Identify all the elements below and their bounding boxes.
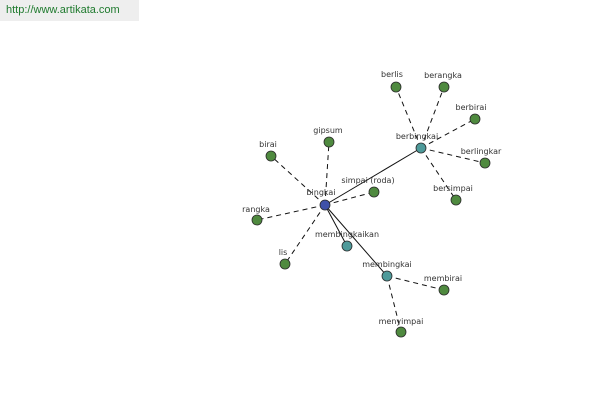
edge-berbingkai-bersimpai	[420, 147, 457, 201]
edge-berbingkai-berlis	[395, 86, 422, 149]
edge-berbingkai-berangka	[420, 86, 445, 149]
node-label-membirai[interactable]: membirai	[424, 274, 462, 283]
node-label-berlis[interactable]: berlis	[381, 70, 403, 79]
node-label-membingkaikan[interactable]: membingkaikan	[315, 230, 379, 239]
node-berlis[interactable]	[390, 81, 402, 93]
edge-bingkai-rangka	[256, 204, 326, 221]
node-membingkai[interactable]	[381, 270, 393, 282]
node-lis[interactable]	[279, 258, 291, 270]
node-berbirai[interactable]	[469, 113, 481, 125]
edge-bingkai-lis	[284, 204, 326, 265]
node-bingkai[interactable]	[319, 199, 331, 211]
edge-berbingkai-berbirai	[420, 118, 476, 149]
node-label-berangka[interactable]: berangka	[424, 71, 462, 80]
source-url[interactable]: http://www.artikata.com	[0, 0, 139, 21]
node-label-gipsum[interactable]: gipsum	[313, 126, 343, 135]
node-berangka[interactable]	[438, 81, 450, 93]
edge-bingkai-berbingkai	[324, 147, 422, 206]
node-label-berlingkar[interactable]: berlingkar	[461, 147, 502, 156]
node-label-lis[interactable]: lis	[279, 248, 288, 257]
labels-layer: bingkai berbingkai membingkaikan membingkai…	[242, 70, 502, 326]
nodes-layer	[251, 81, 491, 338]
node-birai[interactable]	[265, 150, 277, 162]
node-label-bingkai[interactable]: bingkai	[306, 188, 335, 197]
edge-membingkai-membirai	[386, 275, 445, 291]
node-label-berbingkai[interactable]: berbingkai	[396, 132, 438, 141]
node-simpai[interactable]	[368, 186, 380, 198]
node-membingkaikan[interactable]	[341, 240, 353, 252]
node-berlingkar[interactable]	[479, 157, 491, 169]
node-label-bersimpai[interactable]: bersimpai	[433, 184, 473, 193]
edge-bingkai-gipsum	[324, 141, 330, 206]
edge-membingkai-menyimpai	[386, 275, 402, 333]
edge-bingkai-membingkaikan	[324, 204, 348, 247]
edge-bingkai-membingkai	[324, 204, 388, 277]
edge-berbingkai-berlingkar	[420, 147, 486, 164]
node-label-menyimpai[interactable]: menyimpai	[379, 317, 424, 326]
edges-layer	[256, 86, 486, 333]
node-label-membingkai[interactable]: membingkai	[362, 260, 412, 269]
node-label-berbirai[interactable]: berbirai	[455, 103, 486, 112]
node-gipsum[interactable]	[323, 136, 335, 148]
node-menyimpai[interactable]	[395, 326, 407, 338]
node-label-simpai[interactable]: simpai (roda)	[341, 176, 394, 185]
node-label-rangka[interactable]: rangka	[242, 205, 270, 214]
node-membirai[interactable]	[438, 284, 450, 296]
node-label-birai[interactable]: birai	[259, 140, 277, 149]
node-bersimpai[interactable]	[450, 194, 462, 206]
edge-bingkai-birai	[270, 155, 326, 206]
node-berbingkai[interactable]	[415, 142, 427, 154]
node-rangka[interactable]	[251, 214, 263, 226]
